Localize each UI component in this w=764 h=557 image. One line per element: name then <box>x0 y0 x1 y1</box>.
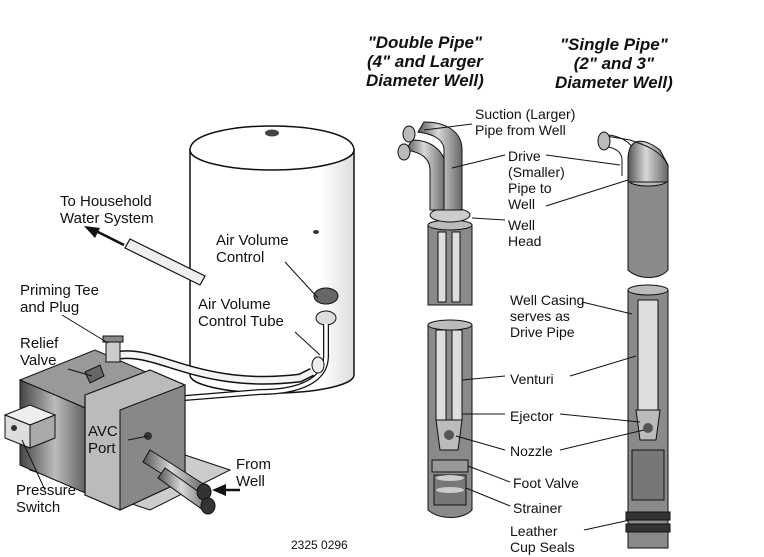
label-air-volume-tube: Air Volume Control Tube <box>198 296 284 330</box>
label-avc-port: AVC Port <box>88 423 118 457</box>
label-nozzle: Nozzle <box>510 443 553 459</box>
figure-code: 2325 0296 <box>291 538 348 552</box>
single-pipe-well <box>597 131 671 549</box>
label-drive-pipe: Drive (Smaller) Pipe to Well <box>508 148 565 212</box>
household-pipe <box>84 226 206 286</box>
label-venturi: Venturi <box>510 371 554 387</box>
label-foot-valve: Foot Valve <box>513 475 579 491</box>
label-relief-valve: Relief Valve <box>20 335 59 369</box>
label-strainer: Strainer <box>513 500 563 516</box>
label-air-volume-control: Air Volume Control <box>216 232 289 266</box>
label-suction-pipe: Suction (Larger) Pipe from Well <box>475 106 576 138</box>
label-well-casing: Well Casing serves as Drive Pipe <box>510 292 585 340</box>
pump-leaders <box>21 261 321 491</box>
jet-pump <box>3 335 232 515</box>
label-pressure-switch: Pressure Switch <box>16 482 77 516</box>
double-pipe-header: "Double Pipe" (4" and Larger Diameter We… <box>366 33 484 90</box>
pressure-tank <box>189 125 355 394</box>
label-ejector: Ejector <box>510 408 554 424</box>
single-pipe-header: "Single Pipe" (2" and 3" Diameter Well) <box>555 35 673 92</box>
label-priming-tee: Priming Tee and Plug <box>20 282 99 316</box>
air-volume-control <box>147 287 339 420</box>
label-household: To Household Water System <box>60 193 154 227</box>
label-well-head: Well Head <box>508 217 542 249</box>
well-leaders <box>423 123 645 531</box>
label-from-well: From Well <box>236 456 271 490</box>
label-leather-cup-seals: Leather Cup Seals <box>510 523 575 555</box>
double-pipe-well <box>397 121 473 518</box>
